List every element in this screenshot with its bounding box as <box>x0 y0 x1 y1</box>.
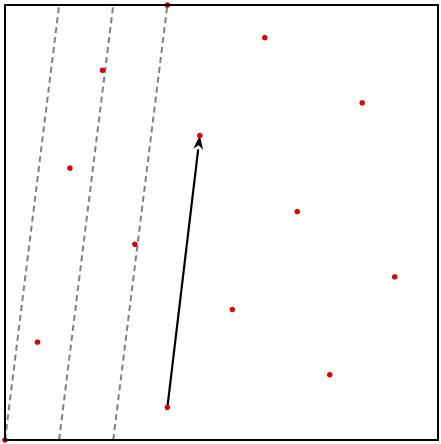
lattice-line-2 <box>58 4 115 441</box>
lattice-point-13 <box>359 100 366 106</box>
lattice-point-9 <box>229 306 236 313</box>
vector-arrow <box>166 135 204 408</box>
lattice-point-4 <box>99 67 106 74</box>
lattice-lines <box>4 4 169 441</box>
lattice-points <box>2 2 398 443</box>
lattice-point-11 <box>294 208 301 215</box>
lattice-point-10 <box>262 34 268 41</box>
lattice-line-3 <box>112 4 169 441</box>
lattice-point-3 <box>67 165 73 171</box>
lattice-point-14 <box>391 274 398 280</box>
lattice-point-6 <box>132 241 138 248</box>
lattice-line-1 <box>4 4 61 441</box>
plot-frame <box>4 4 439 441</box>
lattice-point-5 <box>34 339 41 345</box>
arrow-shaft <box>166 149 200 408</box>
arrow-head <box>193 135 204 150</box>
lattice-point-12 <box>326 371 333 378</box>
lattice-point-7 <box>164 404 171 411</box>
lattice-point-8 <box>197 132 203 139</box>
